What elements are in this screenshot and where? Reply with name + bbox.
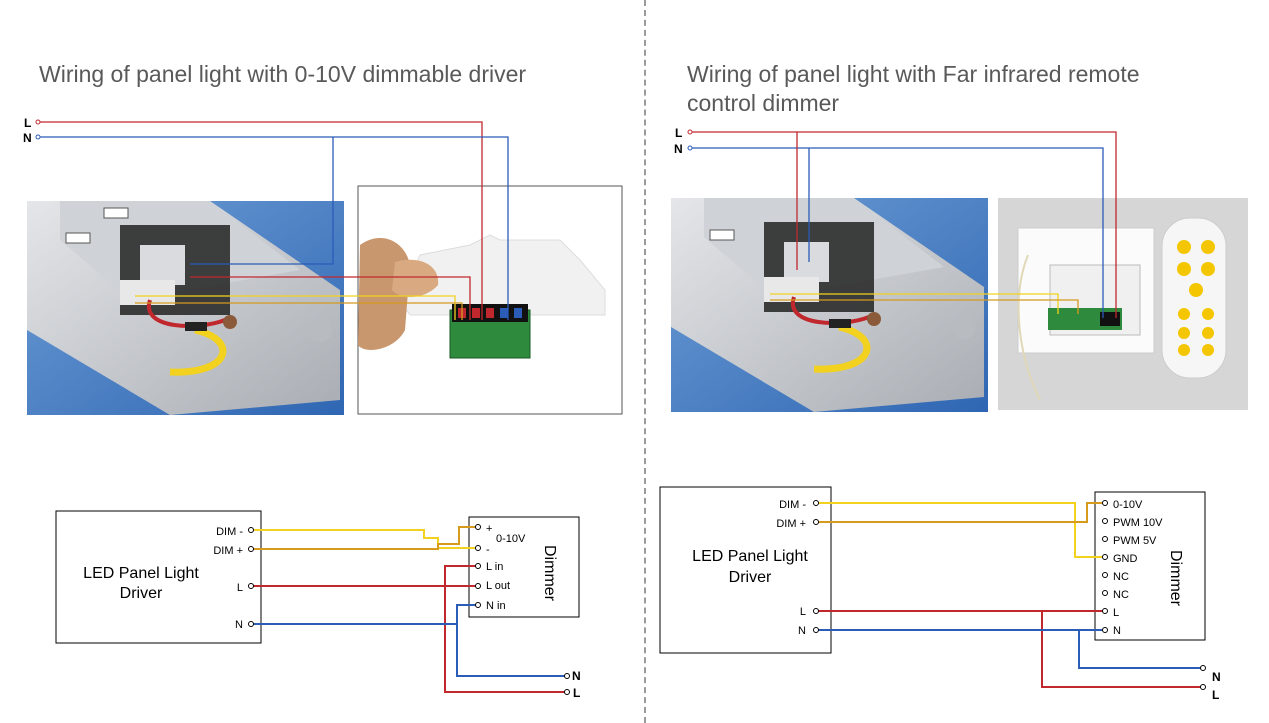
left-dimmer-terminal-l-in: L in [486,561,503,573]
remote-control-photo [1161,217,1227,379]
left-photo-section: L N [23,116,623,415]
right-dimmer-terminal-l: L [1113,607,1119,619]
left-dimmer-terminal-minus: - [486,544,490,556]
left-output-label-n: N [572,669,581,683]
right-dimmer-name: Dimmer [1167,550,1184,607]
right-supply-live-wire [1041,611,1202,688]
right-driver-terminal-l: L [800,606,806,618]
left-photo-live-branch [190,276,471,320]
left-driver-terminal-dim-minus: DIM - [216,526,243,538]
left-line-label-n: N [23,131,32,145]
left-supply-live-wire [444,565,567,693]
left-dimmer-terminal-l-out: L out [486,580,510,592]
left-driver-terminal-n: N [235,619,243,631]
right-driver-terminal-dim-plus: DIM + [776,518,806,530]
right-dimmer-terminal-0-10v: 0-10V [1113,499,1143,511]
right-driver-name-line1: LED Panel Light [692,548,808,565]
left-driver-terminal-dim-plus: DIM + [213,545,243,557]
right-supply-neutral-wire [1078,630,1202,669]
left-driver-terminal-l: L [237,582,243,594]
right-photo-section: L N [671,126,1248,412]
right-driver-terminal-dim-minus: DIM - [779,499,806,511]
left-supply-neutral-wire [456,604,567,677]
left-driver-name-line1: LED Panel Light [83,565,199,582]
left-photo-live-wire [38,121,483,320]
left-photo-neutral-wire [38,136,509,320]
left-output-label-l: L [573,686,580,700]
right-schematic: LED Panel Light Driver DIM - DIM + L N D… [659,486,1221,702]
wall-dimmer-photo [357,185,623,415]
left-dim-plus-wire [253,526,478,550]
left-dimmer-box [468,516,580,618]
right-dim-minus-wire [817,502,1104,558]
right-dimmer-terminal-nc-1: NC [1113,571,1129,583]
right-driver-box [659,486,832,654]
panel-divider [644,0,646,723]
right-diagram-title-line2: control dimmer [687,90,840,116]
right-dimmer-terminal-n: N [1113,625,1121,637]
right-line-label-n: N [674,142,683,156]
driver-box-photo-right [671,198,988,412]
left-diagram-title: Wiring of panel light with 0-10V dimmabl… [39,61,527,87]
right-dimmer-terminal-pwm-5v: PWM 5V [1113,535,1157,547]
left-schematic: LED Panel Light Driver DIM - DIM + L N D… [55,510,581,700]
right-driver-name-line2: Driver [729,569,772,586]
right-diagram-title-line1: Wiring of panel light with Far infrared … [687,61,1140,87]
left-dimmer-terminal-n-in: N in [486,600,506,612]
right-photo-live-wire [690,131,1117,318]
left-photo-dim-minus-wire [135,295,456,320]
left-dimmer-range: 0-10V [496,533,526,545]
right-dimmer-box [1094,491,1206,641]
left-line-label-l: L [24,116,31,130]
left-dimmer-name: Dimmer [541,545,558,602]
right-photo-dim-minus-wire [770,293,1059,314]
right-output-label-l: L [1212,688,1219,702]
right-driver-terminal-n: N [798,625,806,637]
left-dim-minus-wire [253,529,478,549]
left-driver-name-line2: Driver [120,585,163,602]
right-photo-dim-plus-wire [770,299,1079,314]
right-line-label-l: L [675,126,682,140]
right-photo-neutral-wire [690,147,1104,318]
right-dimmer-terminal-pwm-10v: PWM 10V [1113,517,1163,529]
right-dimmer-terminal-nc-2: NC [1113,589,1129,601]
left-driver-box [55,510,262,644]
right-output-label-n: N [1212,670,1221,684]
right-dimmer-terminal-gnd: GND [1113,553,1138,565]
driver-box-photo [27,201,344,415]
left-photo-dim-plus-wire [135,302,463,320]
left-photo-neutral-branch [190,137,334,265]
right-dim-plus-wire [817,502,1104,523]
left-dimmer-terminal-plus: + [486,523,492,535]
